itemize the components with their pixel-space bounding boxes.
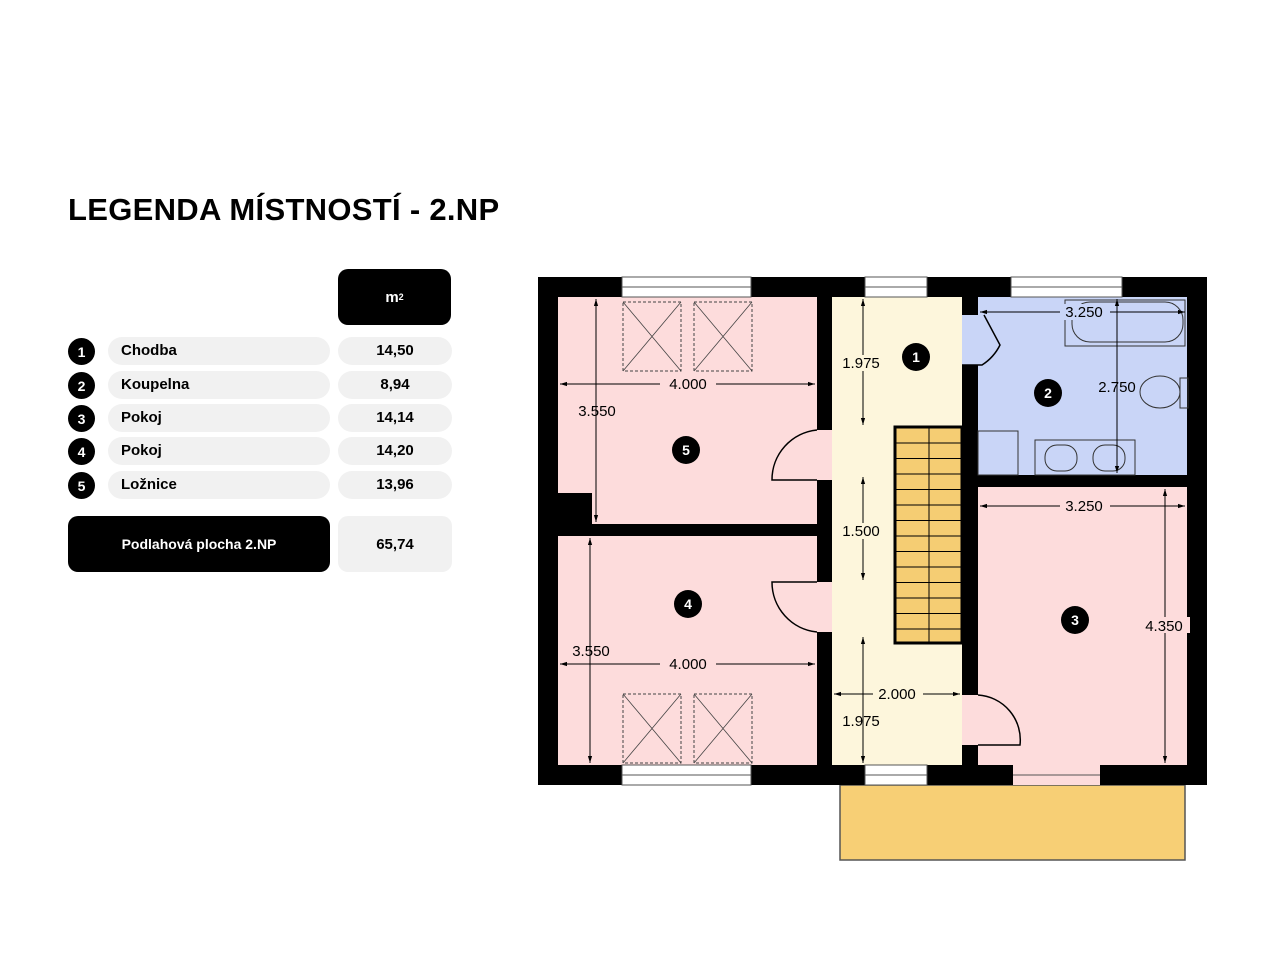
dim-r4-width: 4.000: [669, 656, 707, 673]
marker-2: 2: [1044, 385, 1052, 401]
room-name: Pokoj: [108, 404, 330, 432]
room-2-bath: [978, 297, 1187, 475]
dim-r3-height: 4.350: [1145, 618, 1183, 635]
windows: [621, 276, 1123, 786]
dim-hall-bottom: 1.975: [842, 713, 880, 730]
room-number: 2: [68, 372, 95, 399]
chimney-block: [538, 493, 592, 524]
room-name: Chodba: [108, 337, 330, 365]
unit-label: m: [385, 288, 399, 306]
door-opening: [817, 430, 832, 480]
total-area-value: 65,74: [338, 516, 452, 572]
legend-row: 5 Ložnice 13,96: [68, 471, 452, 499]
bathtub: [1064, 299, 1186, 347]
room-area: 8,94: [338, 371, 452, 399]
room-markers: 1 2 3 4 5: [672, 343, 1089, 634]
room-number: 4: [68, 438, 95, 465]
room-name: Ložnice: [108, 471, 330, 499]
room-4: [558, 536, 817, 765]
room-number: 5: [68, 472, 95, 499]
legend-row: 3 Pokoj 14,14: [68, 404, 452, 432]
marker-1: 1: [912, 349, 920, 365]
room-name: Koupelna: [108, 371, 330, 399]
dim-r4-height: 3.550: [572, 643, 610, 660]
marker-3: 3: [1071, 612, 1079, 628]
legend-row: 1 Chodba 14,50: [68, 337, 452, 365]
bathroom-fixtures: [977, 299, 1189, 476]
dim-r5-height: 3.550: [578, 403, 616, 420]
room-area: 13,96: [338, 471, 452, 499]
room-number: 1: [68, 338, 95, 365]
wardrobes: [622, 301, 753, 764]
balcony: [839, 784, 1186, 861]
legend-row: 2 Koupelna 8,94: [68, 371, 452, 399]
door-swing: [962, 314, 1001, 366]
sinks: [1034, 439, 1136, 476]
dim-bath-height: 2.750: [1098, 379, 1136, 396]
dimension-labels: 4.000 3.550 4.000 3.550 1.975 1.500 1.97…: [572, 304, 1190, 730]
dim-hall-width: 2.000: [878, 686, 916, 703]
room-area: 14,50: [338, 337, 452, 365]
staircase: [893, 425, 964, 645]
room-area: 14,14: [338, 404, 452, 432]
door-swing: [771, 429, 818, 481]
wardrobe-crosses: [622, 301, 753, 764]
room-area: 14,20: [338, 437, 452, 465]
room-number: 3: [68, 405, 95, 432]
legend-row: 4 Pokoj 14,20: [68, 437, 452, 465]
unit-exponent: 2: [398, 292, 404, 302]
marker-4: 4: [684, 596, 692, 612]
door-swing: [771, 581, 818, 633]
room-name: Pokoj: [108, 437, 330, 465]
door-opening: [962, 695, 978, 745]
room-5: [558, 297, 817, 524]
page-title: LEGENDA MÍSTNOSTÍ - 2.NP: [68, 192, 500, 227]
dim-r5-width: 4.000: [669, 376, 707, 393]
total-area-label: Podlahová plocha 2.NP: [68, 516, 330, 572]
dim-bath-width: 3.250: [1065, 304, 1103, 321]
dim-r3-width: 3.250: [1065, 498, 1103, 515]
door-opening: [817, 582, 832, 632]
dim-hall-top: 1.975: [842, 355, 880, 372]
marker-5: 5: [682, 442, 690, 458]
dim-hall-mid: 1.500: [842, 523, 880, 540]
door-swing: [977, 694, 1022, 746]
